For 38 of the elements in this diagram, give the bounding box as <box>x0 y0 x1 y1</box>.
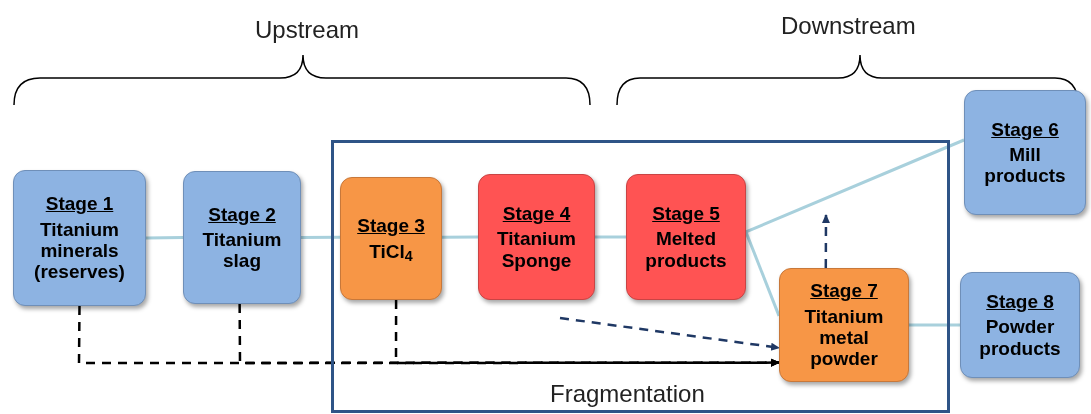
connector-line <box>595 235 626 239</box>
stage-title: Stage 6 <box>991 118 1059 140</box>
connector-line <box>744 231 781 317</box>
stage-box <box>960 272 1080 378</box>
arrow <box>238 304 780 367</box>
stage-box <box>626 174 746 300</box>
stage-title: Stage 4 <box>502 203 571 225</box>
stage-box <box>183 171 301 304</box>
stage-title: Stage 2 <box>208 203 276 225</box>
group-label: Fragmentation <box>550 379 705 409</box>
arrow <box>821 214 830 268</box>
section-label: Upstream <box>255 15 360 45</box>
arrow <box>559 316 780 351</box>
stage-box <box>13 170 146 306</box>
stage-title: Stage 3 <box>357 215 425 237</box>
stage-description: Titanium metal powder <box>803 305 885 370</box>
connector-line <box>145 236 184 240</box>
arrow <box>394 300 780 367</box>
connector-line <box>442 235 478 239</box>
stage-description: TiCl$_{4}$ <box>369 240 413 262</box>
stage-title: Stage 5 <box>652 203 720 225</box>
stage-description: Powder products <box>978 316 1062 359</box>
connector-line <box>301 235 340 239</box>
stage-description: Titanium minerals (reserves) <box>33 218 126 283</box>
stage-title: Stage 8 <box>986 291 1054 313</box>
group-frame <box>331 140 950 413</box>
stage-title: Stage 7 <box>810 280 878 302</box>
section-label: Downstream <box>781 11 916 41</box>
connector-line <box>909 323 960 327</box>
stage-box <box>340 177 442 300</box>
stage-description: Titanium Sponge <box>496 228 577 271</box>
stage-description: Melted products <box>644 228 728 271</box>
stage-box <box>478 174 595 300</box>
stage-box <box>779 268 909 382</box>
stage-title: Stage 1 <box>45 193 114 215</box>
stage-box <box>964 90 1086 215</box>
stage-description: Mill products <box>983 143 1067 187</box>
stage-description: Titanium slag <box>201 228 283 272</box>
